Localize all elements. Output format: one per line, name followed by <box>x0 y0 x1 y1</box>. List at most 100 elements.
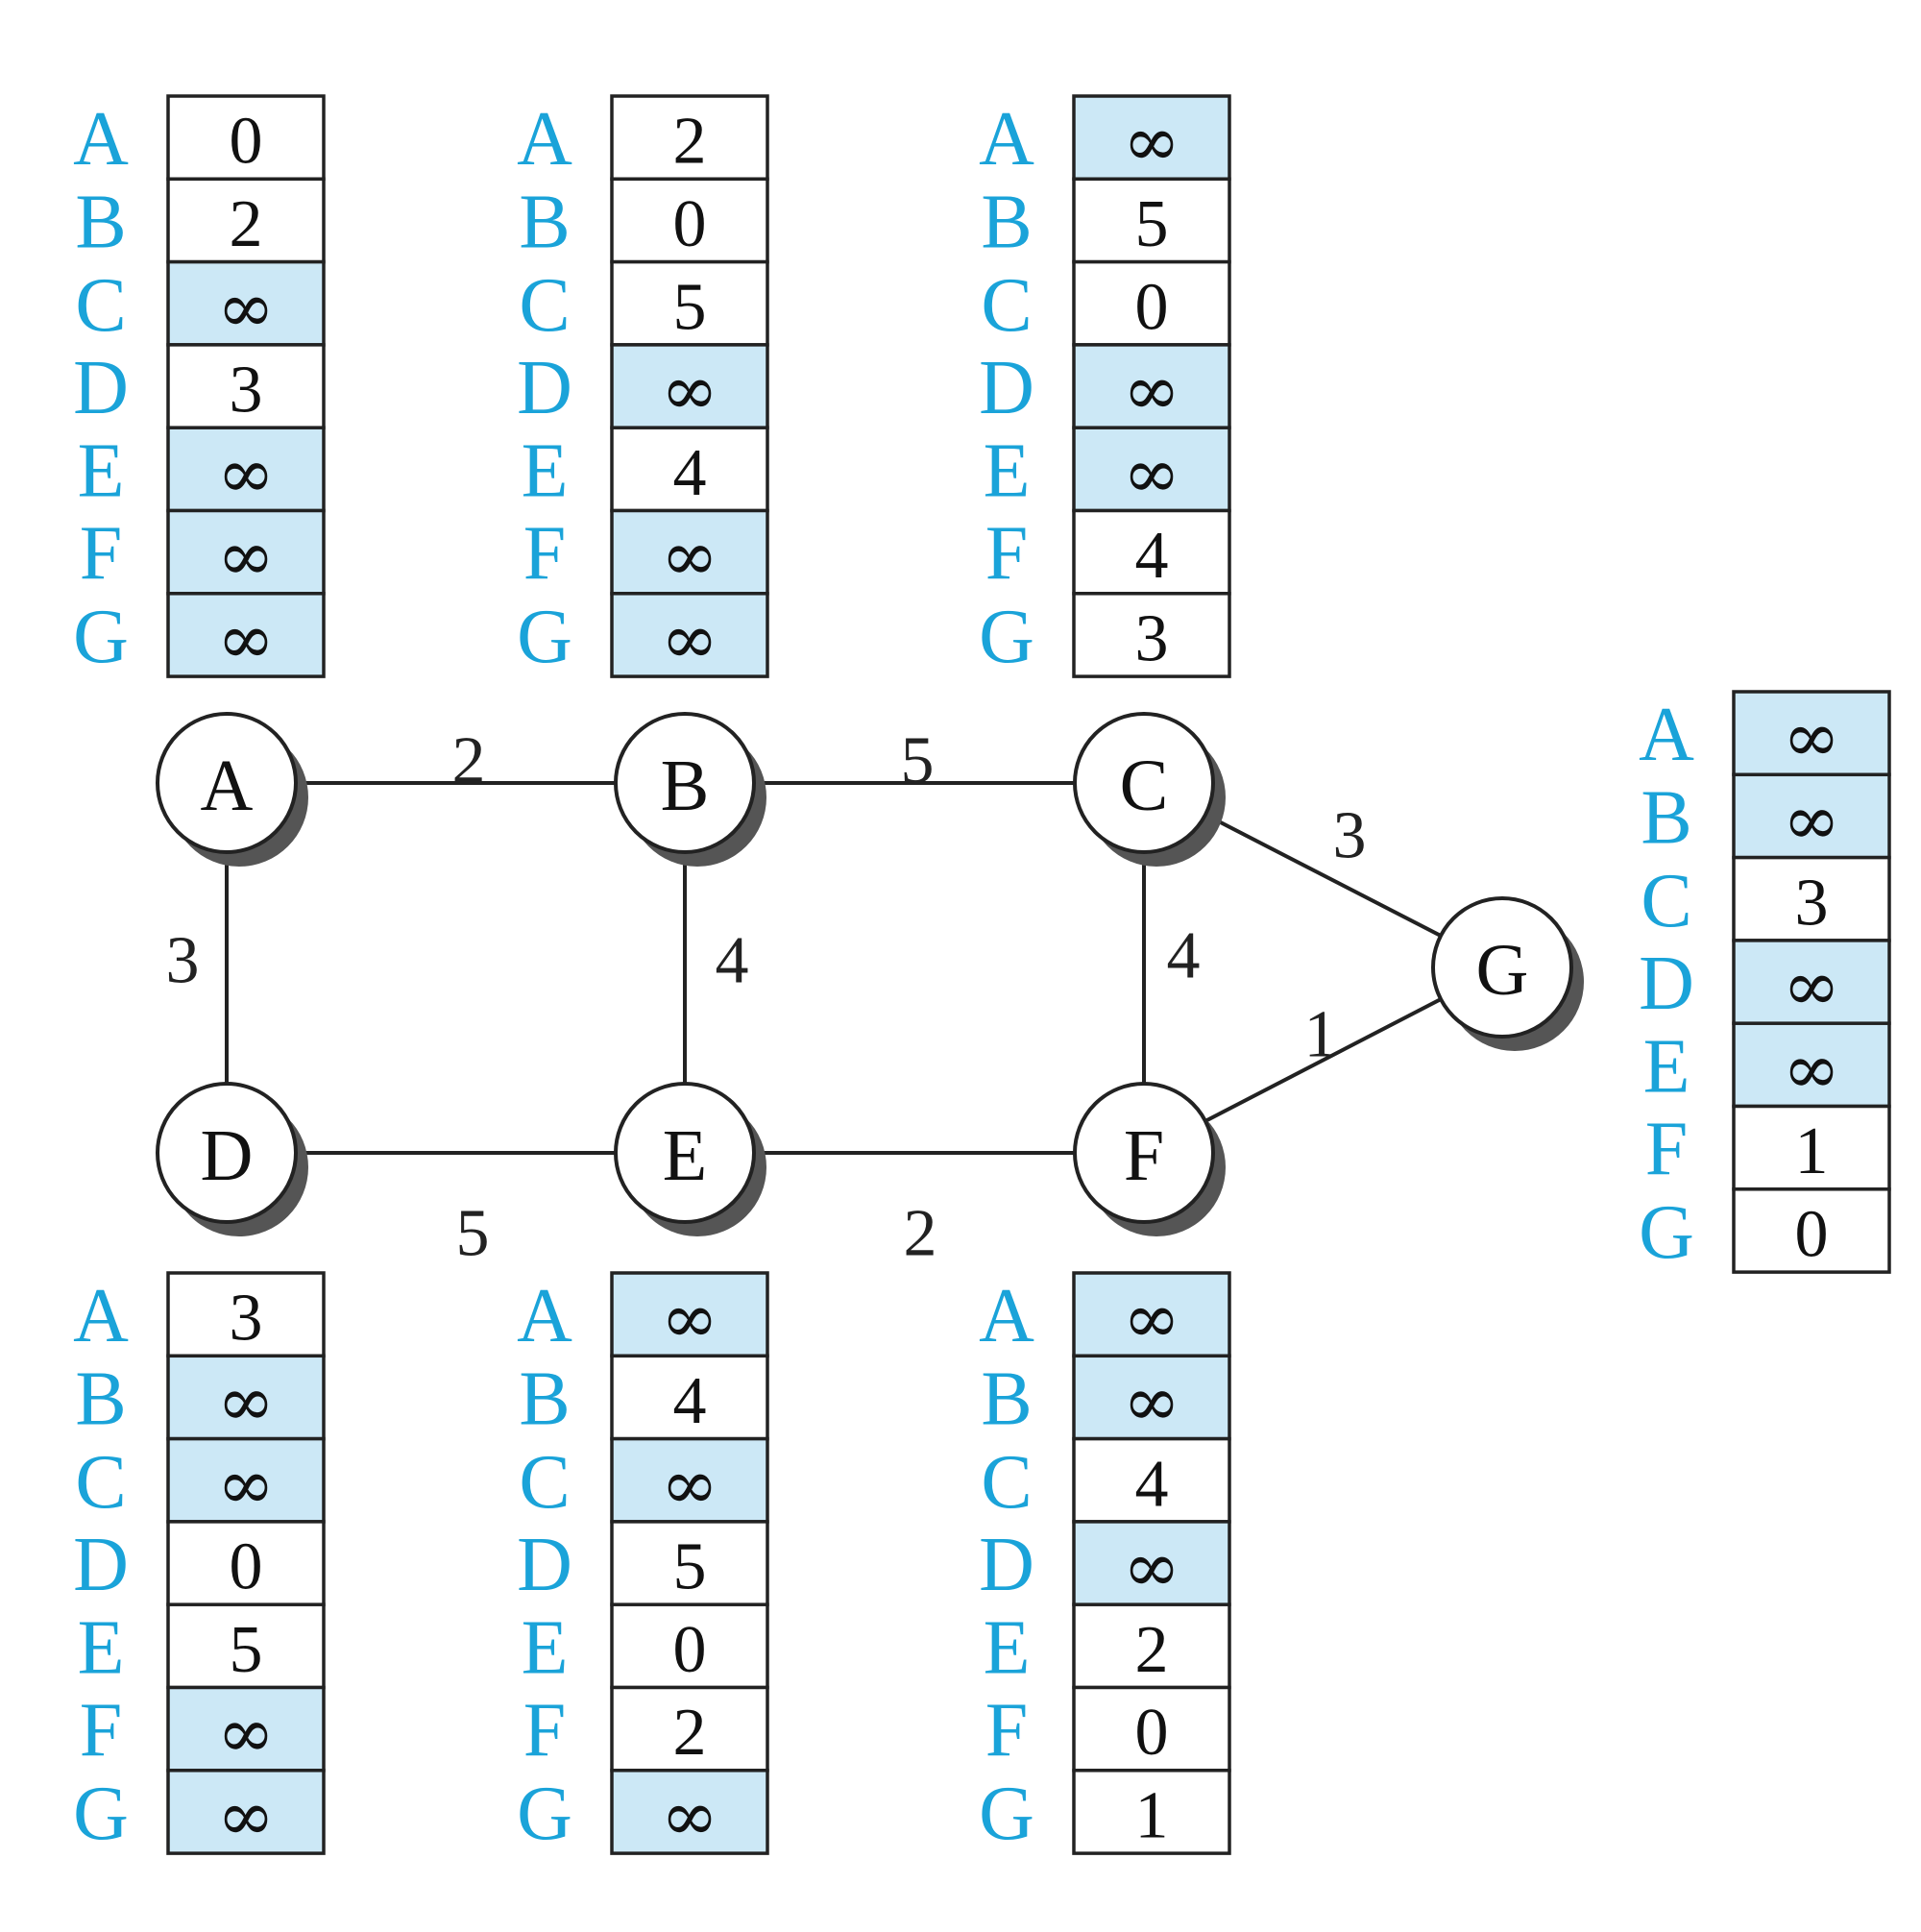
table-cell-value: ∞ <box>217 432 275 513</box>
graph-nodes: A B C D E F G <box>156 712 1584 1236</box>
table-cell-value: 0 <box>230 105 263 179</box>
table-row-label: B <box>519 180 570 264</box>
table-cell <box>1732 1021 1891 1109</box>
table-row-label: E <box>78 1605 125 1690</box>
table-cell <box>1072 426 1231 513</box>
table-row-label: B <box>981 180 1032 264</box>
node-d: D <box>156 1082 308 1236</box>
node-circle <box>614 712 756 854</box>
table-cell-value: 0 <box>1135 270 1169 344</box>
table-row-label: G <box>979 595 1034 679</box>
edge-weight-b-c: 5 <box>901 724 935 798</box>
table-cell-value: 5 <box>673 270 707 344</box>
table-cell-value: ∞ <box>661 599 718 679</box>
node-circle <box>1431 896 1573 1039</box>
table-row-label: D <box>979 346 1034 430</box>
table-row-label: F <box>1645 1108 1689 1192</box>
node-e: E <box>614 1082 766 1236</box>
node-label: A <box>201 746 254 826</box>
table-cell <box>166 259 326 347</box>
table-cell <box>610 1685 769 1773</box>
node-label: D <box>201 1115 254 1196</box>
table-cell-value: ∞ <box>1123 1278 1180 1358</box>
table-row-label: E <box>78 428 125 513</box>
table-row-label: A <box>73 1274 129 1358</box>
node-g: G <box>1431 896 1584 1051</box>
table-cell <box>610 259 769 347</box>
table-row-label: B <box>1641 775 1691 860</box>
edge-weight-e-f: 2 <box>904 1197 937 1271</box>
table-cell-value: 2 <box>230 187 263 261</box>
table-row-label: F <box>523 512 567 597</box>
node-c: C <box>1073 712 1226 867</box>
table-row-label: B <box>519 1357 570 1441</box>
table-cell <box>610 343 769 429</box>
edge-weight-c-g: 3 <box>1333 799 1367 873</box>
table-cell-value: ∞ <box>217 1775 275 1856</box>
table-cell-value: 3 <box>230 1282 263 1356</box>
edge-weight-d-e: 5 <box>456 1197 490 1271</box>
table-row-label: B <box>75 1357 126 1441</box>
table-row-label: G <box>73 595 129 679</box>
node-label: G <box>1476 930 1529 1011</box>
table-cell-value: ∞ <box>1123 1360 1180 1441</box>
table-cell-value: 0 <box>1795 1197 1829 1271</box>
table-row-label: C <box>981 1440 1032 1525</box>
table-cell <box>1072 1271 1231 1358</box>
table-cell <box>166 1769 326 1855</box>
table-cell-value: ∞ <box>1783 945 1840 1026</box>
table-cell <box>1732 939 1891 1025</box>
table-cell-value: ∞ <box>1123 432 1180 513</box>
table-row-label: A <box>517 1274 572 1358</box>
table-cell-value: ∞ <box>661 1775 718 1856</box>
edge-weight-a-d: 3 <box>166 924 200 998</box>
node-circle <box>614 1082 756 1224</box>
table-row-label: G <box>517 1772 572 1856</box>
table-cell-value: ∞ <box>1783 697 1840 777</box>
table-row-label: G <box>73 1772 129 1856</box>
table-cell-value: ∞ <box>1123 101 1180 182</box>
table-cell-value: ∞ <box>217 516 275 597</box>
table-cell-value: 2 <box>673 105 707 179</box>
node-circle <box>1073 1082 1215 1224</box>
table-cell-value: ∞ <box>217 1444 275 1525</box>
node-label: F <box>1124 1115 1164 1196</box>
table-cell-value: 0 <box>673 1613 707 1687</box>
table-cell <box>1072 1685 1231 1773</box>
table-cell-value: 3 <box>1795 866 1829 940</box>
table-cell <box>1732 690 1891 777</box>
table-cell <box>1072 592 1231 678</box>
node-label: C <box>1120 746 1169 826</box>
table-cell-value: 1 <box>1795 1114 1829 1188</box>
table-cell <box>610 1436 769 1524</box>
table-cell <box>166 1354 326 1441</box>
node-label: B <box>661 746 710 826</box>
table-cell-value: ∞ <box>661 350 718 430</box>
table-cell <box>610 592 769 678</box>
table-cell-value: 5 <box>673 1530 707 1604</box>
table-cell <box>1072 1602 1231 1690</box>
table-row-label: G <box>517 595 572 679</box>
table-row-label: C <box>75 1440 126 1525</box>
table-row-label: B <box>75 180 126 264</box>
table-row-label: E <box>522 428 569 513</box>
table-row-label: F <box>80 512 123 597</box>
table-cell-value: 4 <box>673 1364 707 1438</box>
table-row-label: A <box>73 97 129 182</box>
table-row-label: A <box>1639 693 1694 777</box>
table-cell <box>166 1685 326 1773</box>
table-row-label: G <box>1639 1190 1694 1275</box>
edge-weight-b-e: 4 <box>716 924 749 998</box>
table-cell-value: 5 <box>230 1613 263 1687</box>
table-cell-value: ∞ <box>217 599 275 679</box>
table-cell <box>1072 508 1231 596</box>
table-row-label: D <box>517 1523 572 1607</box>
table-cell <box>610 1520 769 1606</box>
table-cell-value: 3 <box>230 354 263 428</box>
